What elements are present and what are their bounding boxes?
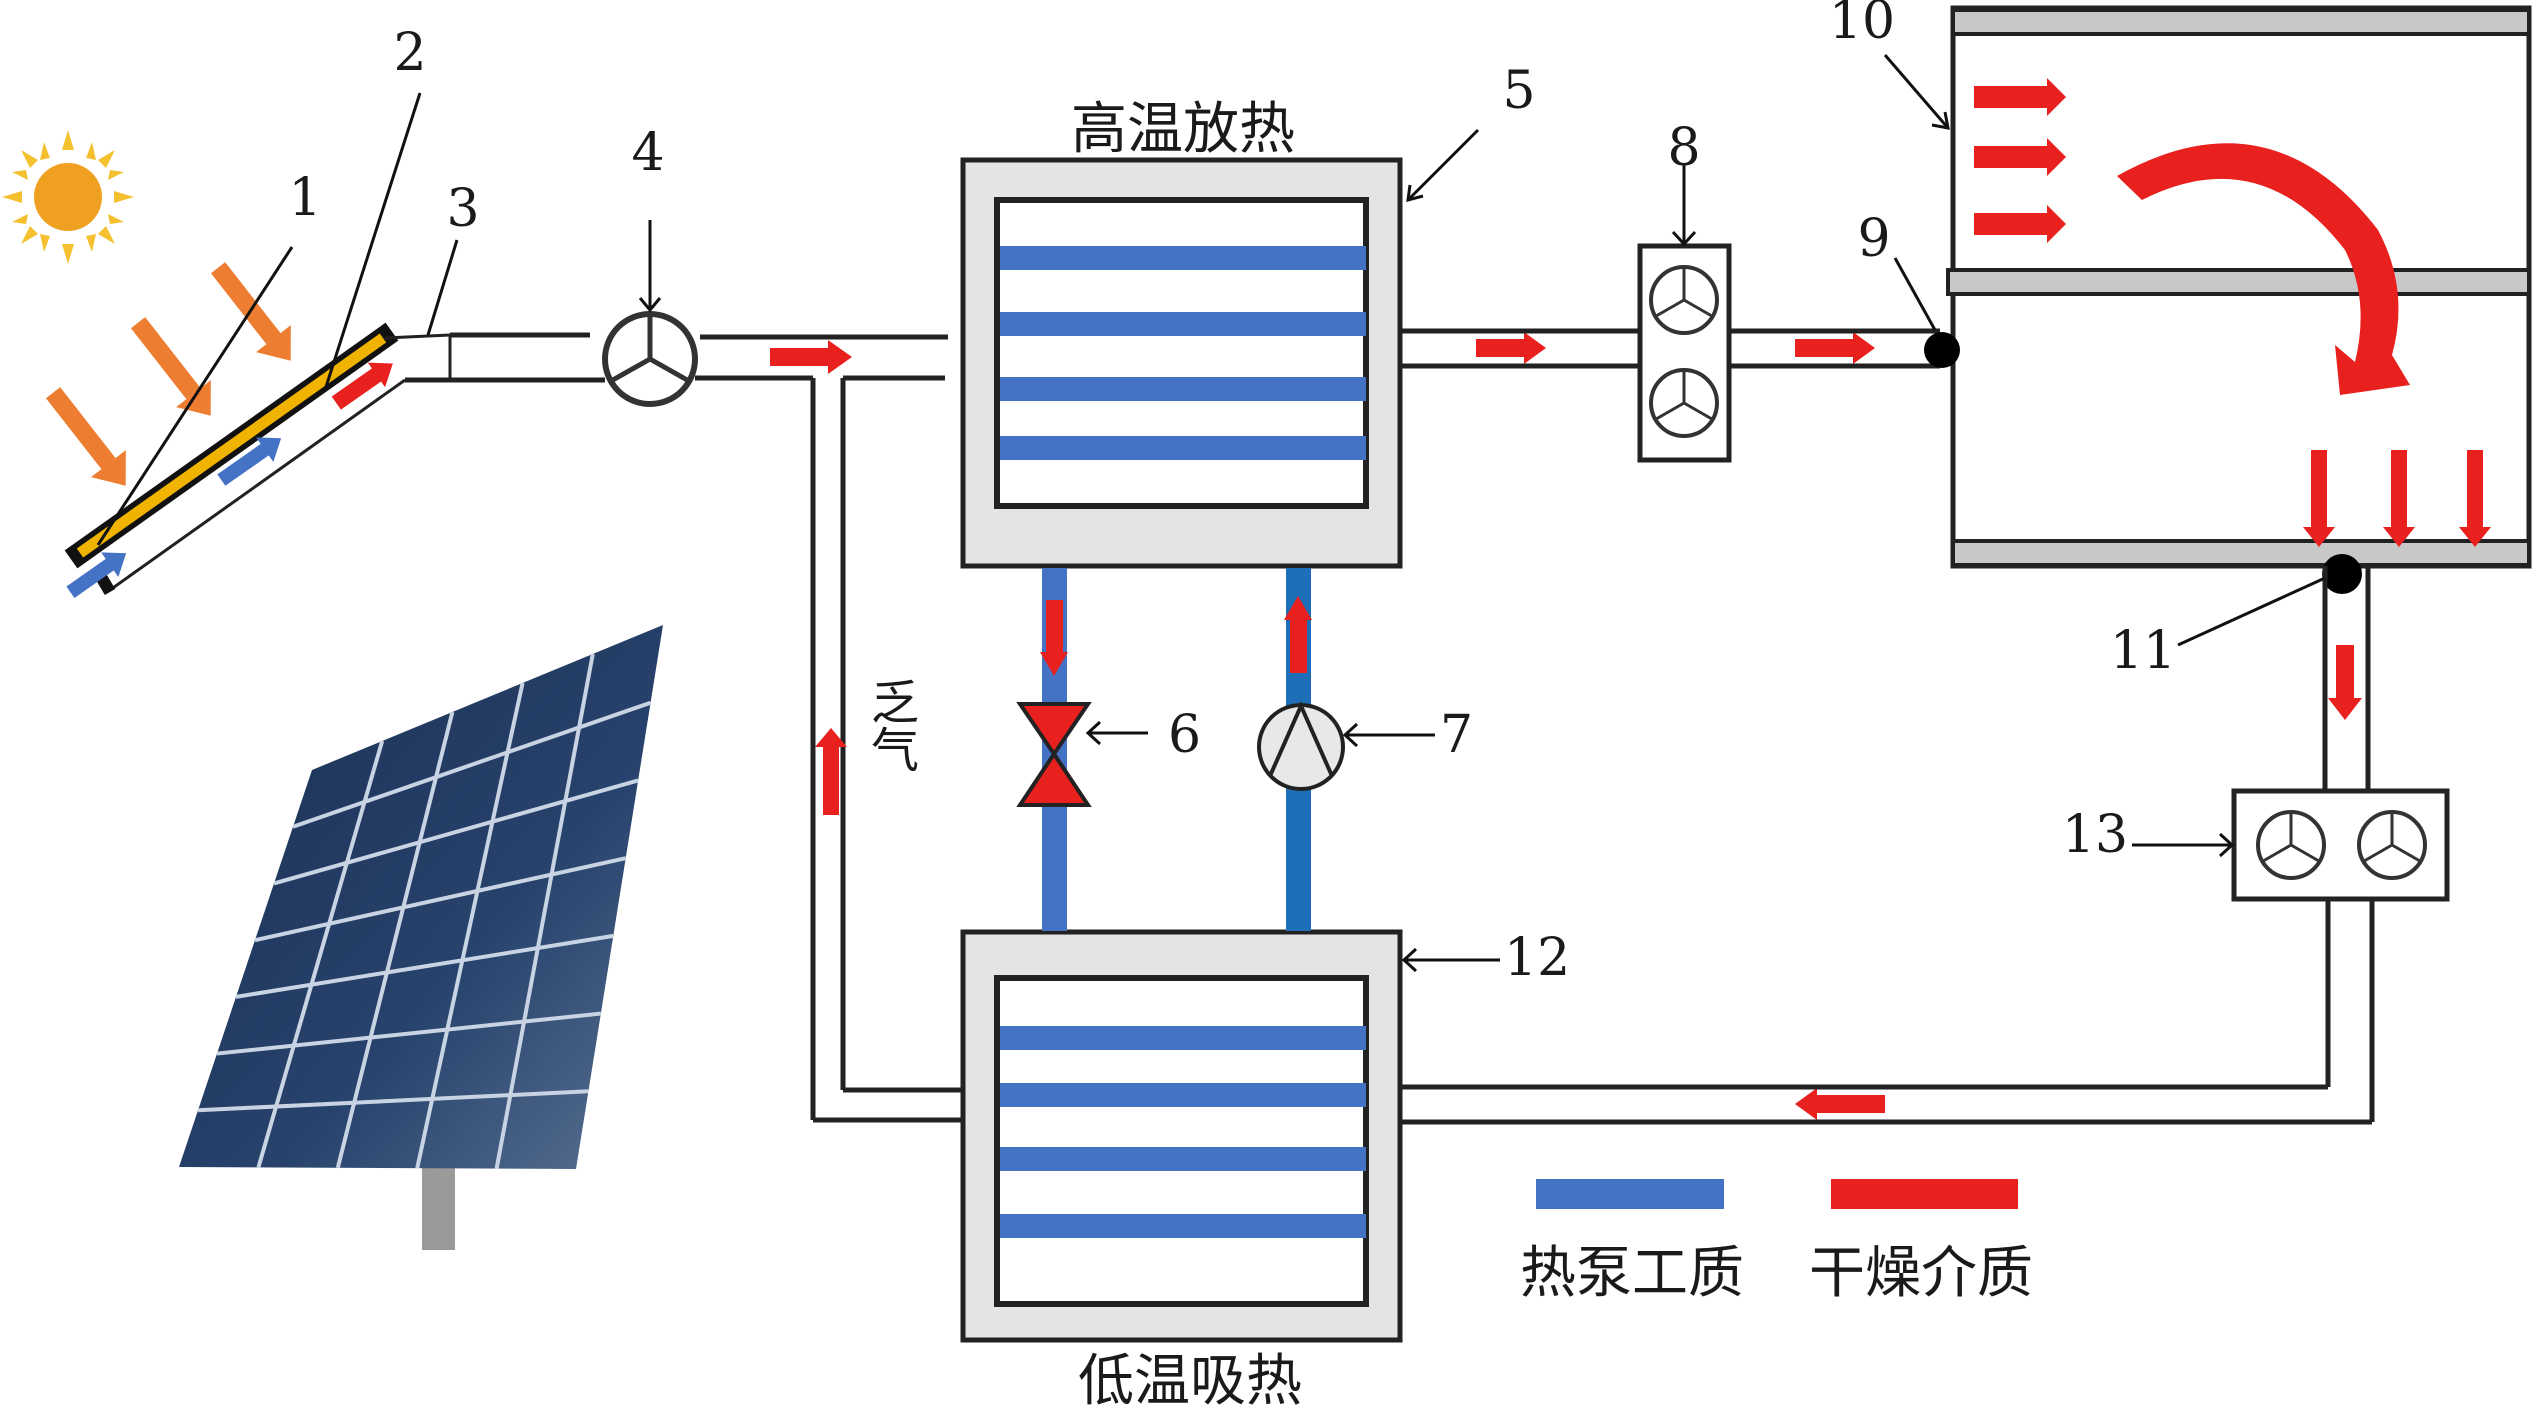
solar-collector — [64, 322, 406, 598]
fan-icon — [1649, 368, 1719, 438]
label-11: 11 — [2110, 621, 2176, 681]
leader-lines — [96, 54, 2326, 973]
component-labels: 1 2 3 4 5 6 7 8 9 10 11 12 13 — [288, 0, 2176, 988]
legend: 热泵工质 干燥介质 — [1520, 1179, 2033, 1306]
fan-icon — [2357, 810, 2427, 880]
panel-grid-line — [415, 682, 525, 1169]
label-3: 3 — [446, 179, 479, 239]
label-2: 2 — [393, 23, 426, 83]
label-4: 4 — [631, 123, 664, 183]
fan-unit-13 — [2231, 788, 2450, 902]
supply-air-pipe — [1400, 328, 1940, 369]
drying-medium-flow-arrows — [770, 332, 2362, 1120]
panel-grid-line — [216, 1011, 602, 1056]
fan-icon — [602, 311, 698, 407]
expansion-valve-icon — [1016, 702, 1092, 807]
label-10: 10 — [1829, 0, 1895, 51]
fan-unit-8 — [1637, 243, 1732, 463]
label-12: 12 — [1504, 928, 1570, 988]
condenser-high-temp — [960, 157, 1403, 569]
legend-swatch-drying-medium — [1831, 1179, 2018, 1209]
label-7: 7 — [1440, 705, 1473, 765]
panel-grid-line — [494, 653, 595, 1169]
fan-icon — [1649, 265, 1719, 335]
sensor-dot-9 — [1924, 332, 1960, 368]
sun-icon — [2, 130, 134, 264]
condenser-title: 高温放热 — [1071, 97, 1295, 162]
panel-grid-line — [256, 740, 385, 1168]
label-13: 13 — [2062, 805, 2128, 865]
evaporator-title: 低温吸热 — [1078, 1349, 1302, 1410]
label-8: 8 — [1667, 118, 1700, 178]
panel-grid-line — [254, 856, 627, 943]
sensor-dot-11 — [2322, 554, 2362, 594]
legend-swatch-heat-pump — [1536, 1179, 1724, 1209]
label-9: 9 — [1857, 209, 1890, 269]
fan-icon — [2256, 810, 2326, 880]
return-air-pipe — [1400, 566, 2375, 1125]
solar-ray-arrows — [45, 262, 291, 486]
evaporator-low-temp — [960, 929, 1403, 1343]
panel-grid-line — [197, 1089, 589, 1113]
fan-icon — [1649, 265, 1719, 438]
drying-chamber — [1924, 5, 2532, 594]
label-1: 1 — [288, 168, 321, 228]
panel-grid-line — [273, 778, 639, 886]
solar-panel-image — [179, 625, 663, 1250]
panel-grid-line — [335, 711, 455, 1169]
label-5: 5 — [1502, 61, 1535, 121]
compressor-icon — [1257, 701, 1345, 791]
panel-grid-line — [235, 933, 614, 999]
hot-air-pipe — [384, 332, 963, 1123]
legend-label-drying-medium: 干燥介质 — [1809, 1241, 2033, 1306]
legend-label-heat-pump: 热泵工质 — [1520, 1241, 1744, 1306]
panel-grid-line — [292, 700, 652, 829]
exhaust-label: 乏气 — [862, 677, 918, 773]
label-6: 6 — [1168, 705, 1201, 765]
